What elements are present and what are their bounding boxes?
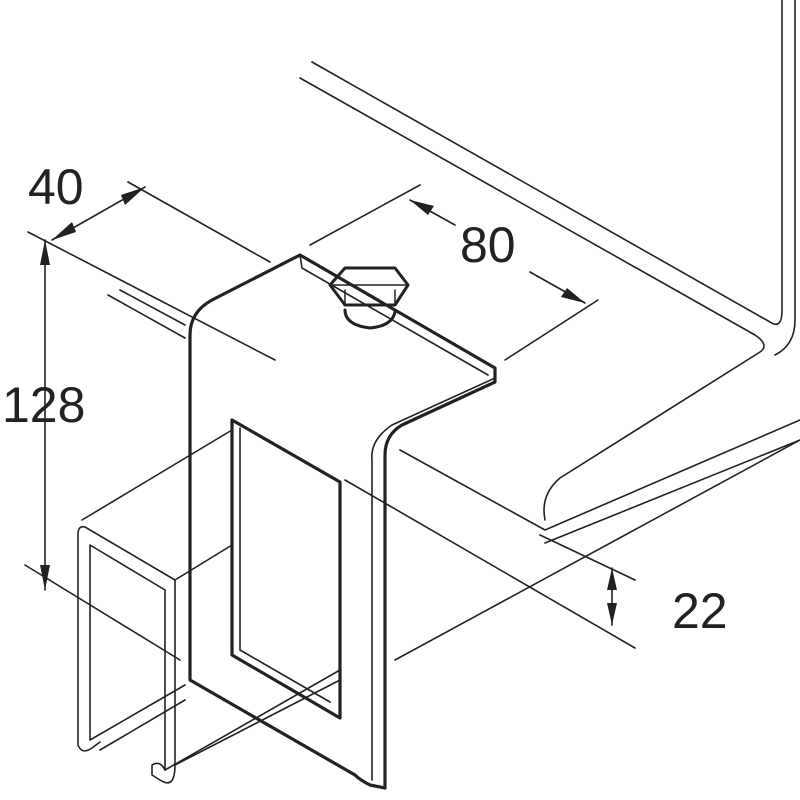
bracket — [188, 253, 497, 790]
beam-flange — [107, 0, 800, 661]
width-dimension-label: 40 — [28, 159, 84, 215]
dimension-arrows — [40, 187, 617, 625]
bolt-icon — [328, 266, 410, 330]
gap-dimension-label: 22 — [672, 583, 728, 639]
channel — [77, 429, 341, 784]
dimension-lines — [24, 181, 636, 661]
height-dimension-label: 128 — [2, 377, 86, 433]
length-dimension-label: 80 — [460, 217, 516, 273]
